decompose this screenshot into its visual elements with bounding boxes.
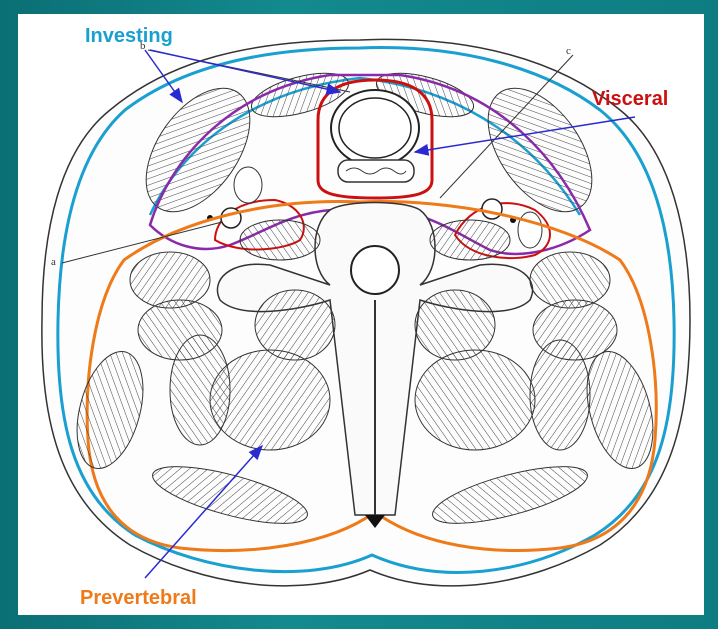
right-longus-muscle — [430, 220, 510, 260]
letter-b: b — [140, 40, 146, 52]
right-deep-muscle-1 — [415, 290, 495, 360]
esophagus — [338, 160, 414, 182]
right-jugular-vein — [518, 212, 542, 248]
left-scalene-muscle — [130, 252, 210, 308]
right-lateral-muscle — [530, 340, 590, 450]
trachea-lumen — [339, 98, 411, 158]
spinal-cord — [351, 246, 399, 294]
left-jugular-vein — [234, 167, 262, 203]
right-carotid-artery — [482, 199, 502, 219]
prevertebral-label: Prevertebral — [80, 587, 197, 610]
letter-c: c — [566, 45, 571, 57]
visceral-label: Visceral — [592, 88, 668, 111]
investing-label: Investing — [85, 25, 173, 48]
left-deep-muscle-1 — [255, 290, 335, 360]
left-longus-muscle — [240, 220, 320, 260]
left-lateral-muscle — [170, 335, 230, 445]
right-semispinalis-muscle — [415, 350, 535, 450]
right-scalene-muscle — [530, 252, 610, 308]
letter-a: a — [51, 256, 56, 268]
